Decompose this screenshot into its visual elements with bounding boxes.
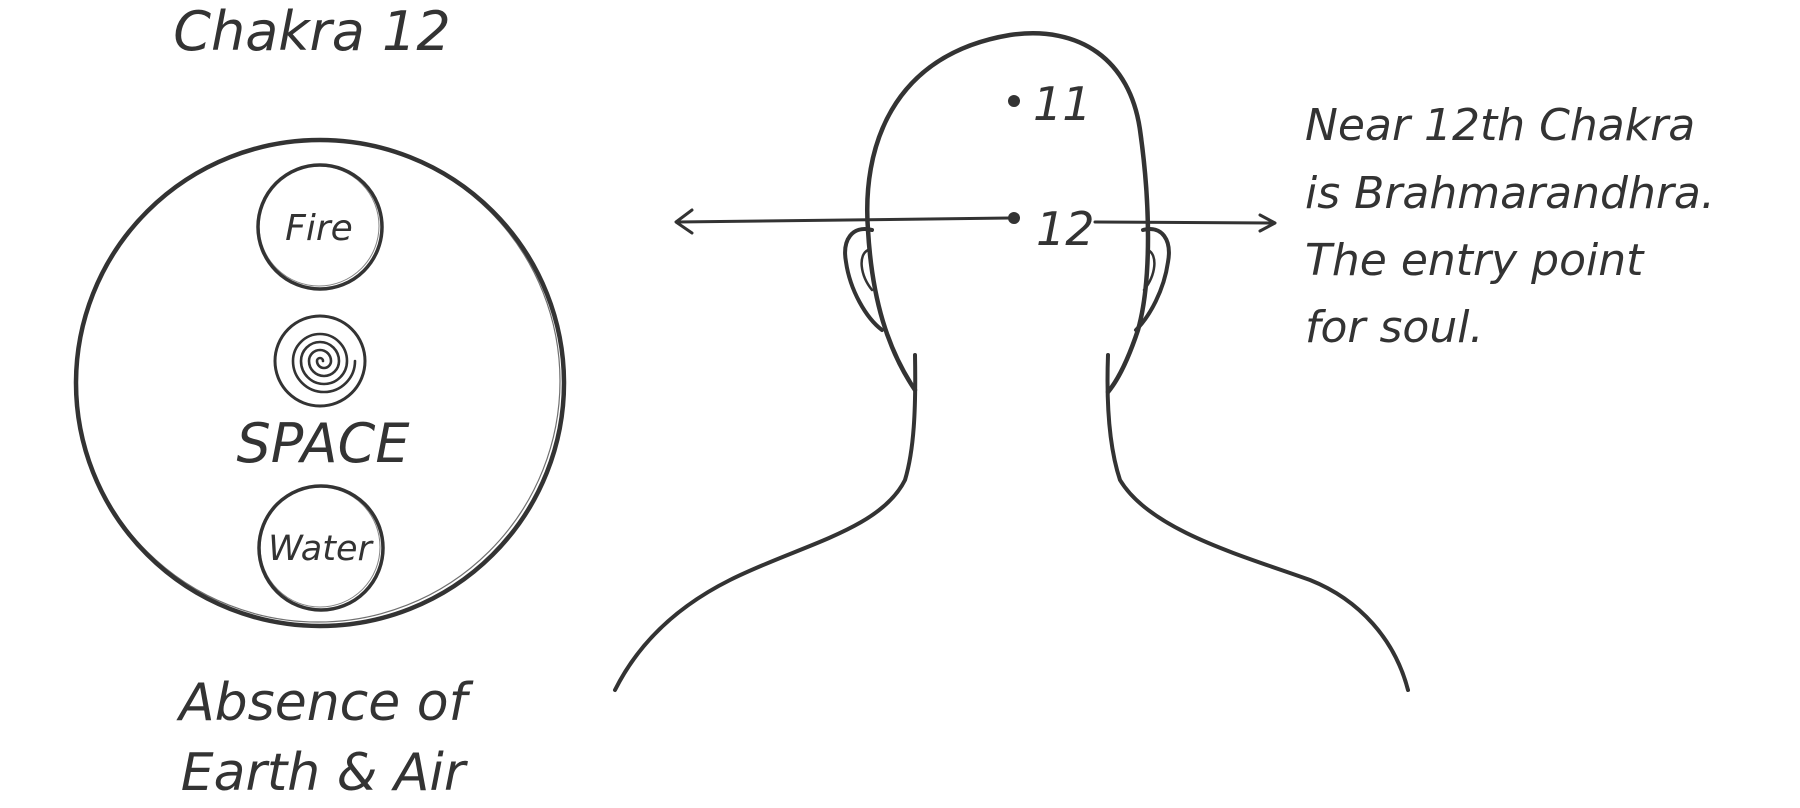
water-circle (257, 484, 385, 612)
head-outline (865, 31, 1151, 395)
annotation-line-3: The entry point (1305, 235, 1645, 286)
point-11-label: 11 (1033, 77, 1092, 131)
water-label: Water (268, 529, 374, 569)
spiral-icon (273, 314, 367, 408)
point-11-dot (1008, 95, 1020, 107)
neck-left-shoulder (613, 353, 918, 692)
annotation-text: Near 12th Chakra is Brahmarandhra. The e… (1305, 100, 1715, 353)
left-arrow-line (675, 216, 1012, 224)
point-12-dot (1008, 212, 1020, 224)
left-ear (843, 227, 884, 332)
right-arrow-line (1093, 220, 1274, 225)
annotation-line-2: is Brahmarandhra. (1305, 168, 1715, 219)
fire-circle-sketch (258, 165, 380, 287)
right-ear (1134, 227, 1171, 332)
outer-circle-sketch (75, 139, 561, 623)
annotation-line-1: Near 12th Chakra (1305, 100, 1695, 151)
caption-line-1: Absence of (176, 673, 474, 733)
chakra-panel: Chakra 12 Fire SPACE Water Absence of Ea… (73, 0, 567, 803)
left-arrow-head (674, 208, 694, 235)
head-figure: 11 12 (613, 31, 1410, 692)
left-ear-inner (860, 248, 874, 292)
right-arrow-head (1258, 213, 1277, 233)
right-ear-inner (1142, 248, 1156, 292)
chakra-title: Chakra 12 (173, 0, 450, 63)
fire-circle (256, 163, 384, 291)
caption-line-2: Earth & Air (181, 743, 469, 803)
neck-right-shoulder (1105, 353, 1410, 692)
point-12-label: 12 (1036, 202, 1095, 256)
water-circle-sketch (259, 486, 381, 608)
space-label: SPACE (237, 412, 411, 475)
fire-label: Fire (285, 208, 353, 249)
annotation-line-4: for soul. (1305, 302, 1483, 353)
